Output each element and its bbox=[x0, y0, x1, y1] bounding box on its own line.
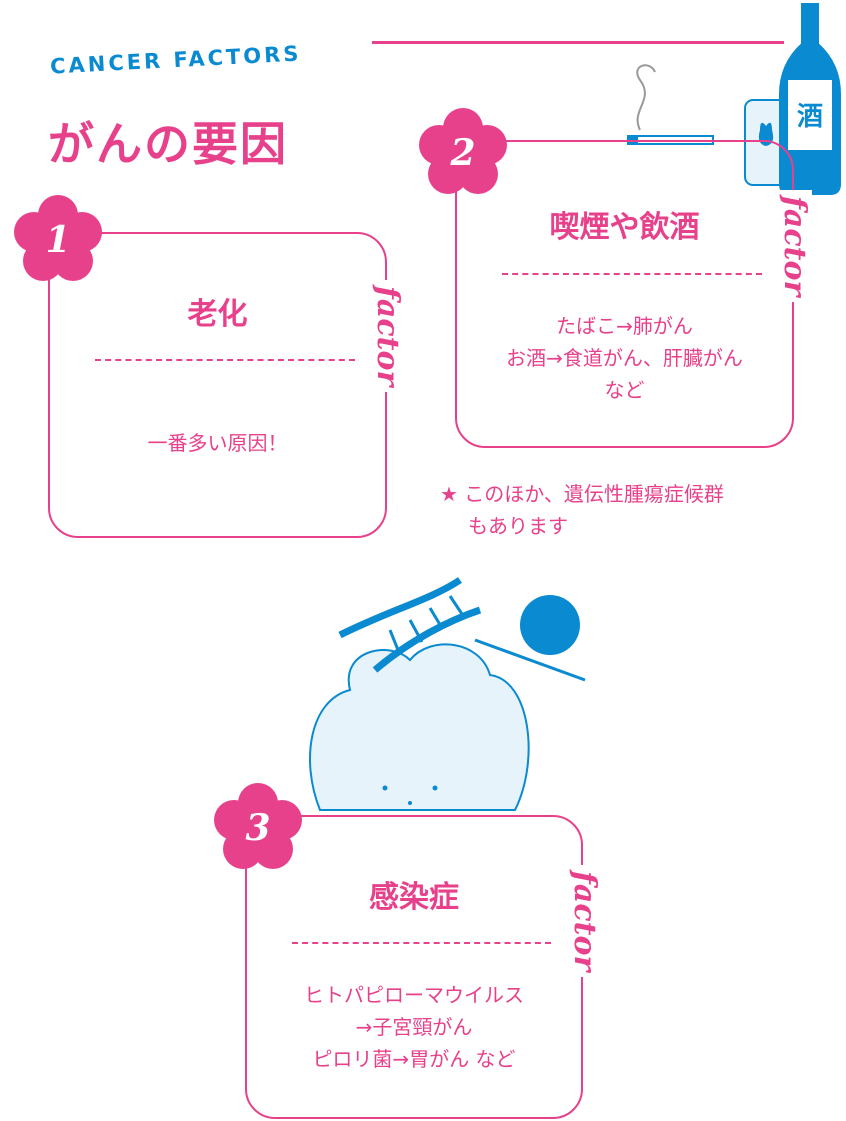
number-badge-1: 1 bbox=[13, 195, 103, 285]
flower-icon bbox=[14, 195, 102, 281]
factor-card-2: 喫煙や飲酒 たばこ→肺がん お酒→食道がん、肝臓がん など bbox=[455, 140, 794, 448]
flower-icon bbox=[214, 783, 302, 869]
factor-tag: factor bbox=[777, 190, 812, 303]
body-line: お酒→食道がん、肝臓がん bbox=[506, 346, 743, 370]
factor-title: 老化 bbox=[187, 297, 248, 332]
page-title: がんの要因 bbox=[48, 117, 288, 171]
divider bbox=[502, 273, 762, 275]
badge-number: 2 bbox=[450, 132, 476, 174]
star-icon: ★ bbox=[440, 482, 458, 506]
germ-icon bbox=[520, 595, 580, 655]
rabbit-icon bbox=[309, 643, 530, 811]
body-line: など bbox=[604, 378, 645, 402]
badge-number: 3 bbox=[245, 807, 271, 849]
body-line: たばこ→肺がん bbox=[556, 314, 693, 338]
rabbit-virus-illustration bbox=[309, 577, 586, 811]
divider bbox=[372, 41, 784, 44]
divider bbox=[95, 359, 355, 361]
note-line: このほか、遺伝性腫瘍症候群 bbox=[464, 482, 724, 506]
smoke-icon bbox=[636, 64, 656, 131]
body-line: ピロリ菌→胃がん など bbox=[312, 1047, 516, 1071]
factor-body: たばこ→肺がん お酒→食道がん、肝臓がん など bbox=[457, 310, 792, 406]
body-line: →子宮頸がん bbox=[355, 1015, 473, 1039]
note-line: もあります bbox=[468, 514, 568, 538]
body-line: ヒトパピローマウイルス bbox=[304, 983, 524, 1007]
spear-icon bbox=[474, 638, 586, 682]
factor-title: 喫煙や飲酒 bbox=[549, 210, 700, 245]
number-badge-3: 3 bbox=[213, 783, 303, 873]
factor-body: 一番多い原因！ bbox=[50, 427, 385, 459]
dna-icon bbox=[338, 577, 482, 673]
divider bbox=[292, 942, 551, 944]
bottle-label: 酒 bbox=[797, 102, 823, 132]
note: ★ このほか、遺伝性腫瘍症候群 もあります bbox=[440, 478, 724, 542]
subtitle: CANCER FACTORS bbox=[49, 41, 303, 79]
factor-title: 感染症 bbox=[369, 880, 459, 915]
number-badge-2: 2 bbox=[418, 108, 508, 198]
factor-tag: factor bbox=[567, 865, 602, 978]
smoking-drinking-illustration: 酒 bbox=[627, 3, 841, 195]
factor-tag: factor bbox=[370, 280, 405, 393]
badge-number: 1 bbox=[45, 219, 71, 261]
factor-card-1: 老化 一番多い原因！ bbox=[48, 232, 387, 538]
factor-card-3: 感染症 ヒトパピローマウイルス →子宮頸がん ピロリ菌→胃がん など bbox=[245, 815, 583, 1119]
flower-icon bbox=[419, 108, 507, 194]
factor-body: ヒトパピローマウイルス →子宮頸がん ピロリ菌→胃がん など bbox=[247, 979, 581, 1075]
body-line: 一番多い原因！ bbox=[147, 431, 288, 455]
